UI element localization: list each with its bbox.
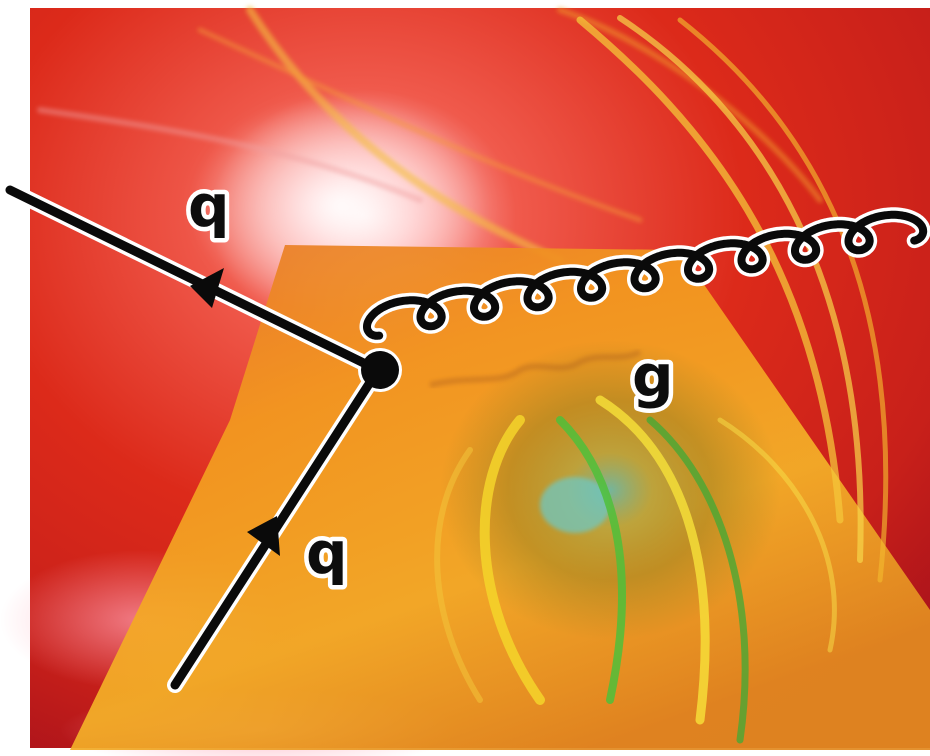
interaction-vertex (361, 351, 399, 389)
quark-in-label: q (306, 519, 348, 587)
gluon-label: g (632, 342, 674, 410)
quark-out-label: q (188, 172, 230, 240)
